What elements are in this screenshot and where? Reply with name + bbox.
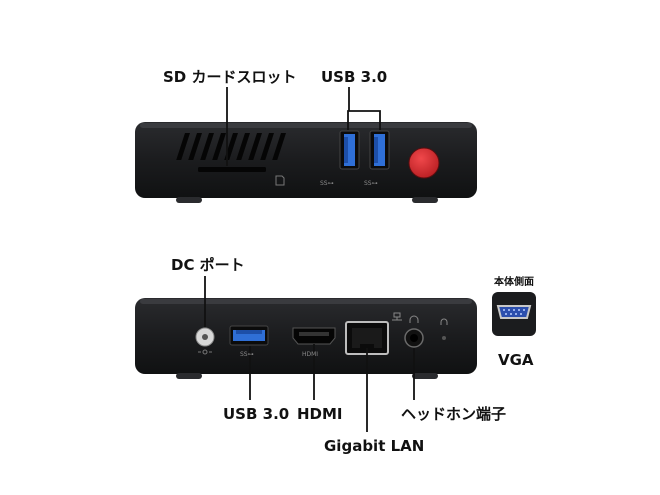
usb-mark-2: SS⊶ [364,180,378,187]
headphone-jack [404,328,424,348]
rear-leader-lines [204,276,415,432]
vent-grille [176,133,286,160]
hdmi-label: HDMI [297,405,343,423]
rear-device-top-edge [140,299,472,304]
headphone-icon [409,315,419,323]
front-leader-lines [226,87,381,166]
side-panel-inset [492,292,536,336]
dc-port-label: DC ポート [171,256,245,274]
side-panel-label: 本体側面 [494,277,534,288]
hdmi-mark: HDMI [302,351,318,358]
rear-foot-right [412,373,438,379]
sd-card-icon [275,175,285,186]
sd-card-slot-label: SD カードスロット [163,68,297,86]
gigabit-lan-label: Gigabit LAN [324,437,425,455]
usb-mark-1: SS⊶ [320,180,334,187]
front-usb-port-1 [339,130,360,170]
rear-usb-port [229,325,269,346]
rear-foot-left [176,373,202,379]
sd-card-slot [198,167,266,172]
indicator-hole [442,336,446,340]
dc-power-icon [195,327,215,355]
front-foot-right [412,197,438,203]
vga-pins [503,309,525,315]
usb-top-label: USB 3.0 [321,68,388,86]
rear-device [135,298,477,379]
side-icon [440,318,448,325]
front-usb-port-2 [369,130,390,170]
front-device-top-edge [140,123,472,128]
usb-mark-rear: SS⊶ [240,351,254,358]
power-button-icon [408,147,440,179]
front-device [135,122,477,203]
ethernet-icon [392,312,402,321]
usb-top-bracket [347,110,381,130]
vga-port [496,305,532,319]
front-foot-left [176,197,202,203]
usb-bottom-label: USB 3.0 [223,405,290,423]
hdmi-port [292,327,336,345]
ethernet-port [345,321,389,355]
headphone-label: ヘッドホン端子 [401,405,507,423]
vga-label: VGA [498,351,534,369]
